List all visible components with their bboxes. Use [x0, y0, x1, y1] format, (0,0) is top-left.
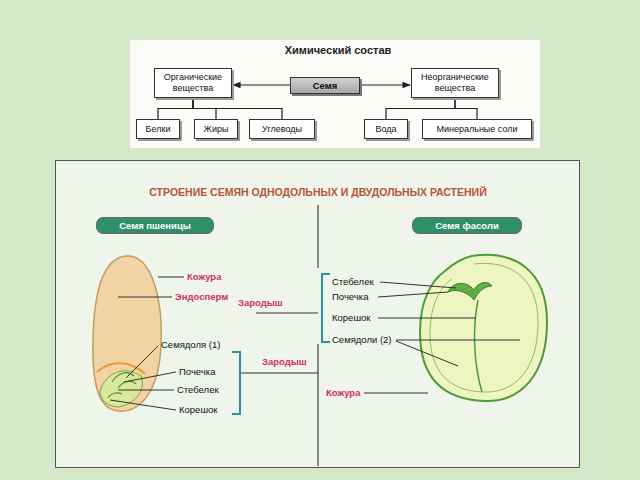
- divider: [317, 205, 319, 268]
- box-text: Минеральные соли: [436, 124, 517, 135]
- divider: [317, 344, 319, 466]
- cotyledon-split: [475, 300, 482, 392]
- concept-box: Жиры: [194, 119, 238, 139]
- part-label: Корешок: [332, 312, 370, 324]
- part-label: Стебелек: [332, 276, 374, 288]
- box-text: Белки: [146, 124, 171, 135]
- part-label: Почечка: [179, 366, 215, 378]
- connector: [158, 98, 193, 119]
- connector: [360, 84, 410, 85]
- seed-type-label: Семя фасоли: [412, 217, 522, 234]
- leader-lines: [110, 277, 520, 410]
- concept-box: Вода: [364, 119, 408, 139]
- part-label: Эндосперм: [175, 291, 228, 303]
- box-text: Органические вещества: [160, 72, 226, 94]
- image-ground: [130, 40, 540, 148]
- part-label: Семядоля (1): [161, 339, 220, 351]
- panel: [56, 161, 580, 468]
- panel-title: СТРОЕНИЕ СЕМЯН ОДНОДОЛЬНЫХ И ДВУДОЛЬНЫХ …: [149, 186, 486, 198]
- bean-embryo: [448, 283, 492, 300]
- bean-seed: [420, 255, 547, 401]
- part-label: Стебелек: [177, 384, 219, 396]
- part-label: Зародыш: [238, 297, 283, 309]
- concept-box: Углеводы: [249, 119, 315, 139]
- box-text: Вода: [375, 124, 396, 135]
- part-label: Кожура: [326, 387, 360, 399]
- box-text: Неорганические вещества: [417, 72, 493, 94]
- cotyledon-outline: [430, 263, 538, 392]
- concept-box: Семя: [290, 77, 360, 94]
- part-label: Кожура: [187, 271, 221, 283]
- bracket: [322, 274, 330, 342]
- concept-box: Белки: [136, 119, 180, 139]
- connector: [455, 98, 477, 119]
- part-label: Семядоли (2): [332, 334, 392, 346]
- box-text: Углеводы: [262, 124, 302, 135]
- box-text: Семя пшеницы: [119, 220, 191, 231]
- concept-box: Неорганические вещества: [411, 68, 499, 98]
- part-label: Зародыш: [262, 356, 307, 368]
- diagram-title: Химический состав: [285, 44, 392, 56]
- part-label: Корешок: [179, 404, 217, 416]
- part-label: Почечка: [332, 291, 368, 303]
- concept-box: Минеральные соли: [422, 119, 532, 139]
- box-text: Семя фасоли: [435, 220, 499, 231]
- connector: [386, 98, 455, 119]
- box-text: Жиры: [204, 124, 229, 135]
- connector: [193, 98, 282, 119]
- seed-type-label: Семя пшеницы: [96, 217, 214, 234]
- bracket: [232, 352, 240, 414]
- box-text: Семя: [313, 80, 338, 91]
- wheat-seed: [93, 256, 161, 411]
- embryo-parts: [108, 373, 136, 398]
- concept-box: Органические вещества: [154, 68, 232, 98]
- connector: [233, 84, 290, 85]
